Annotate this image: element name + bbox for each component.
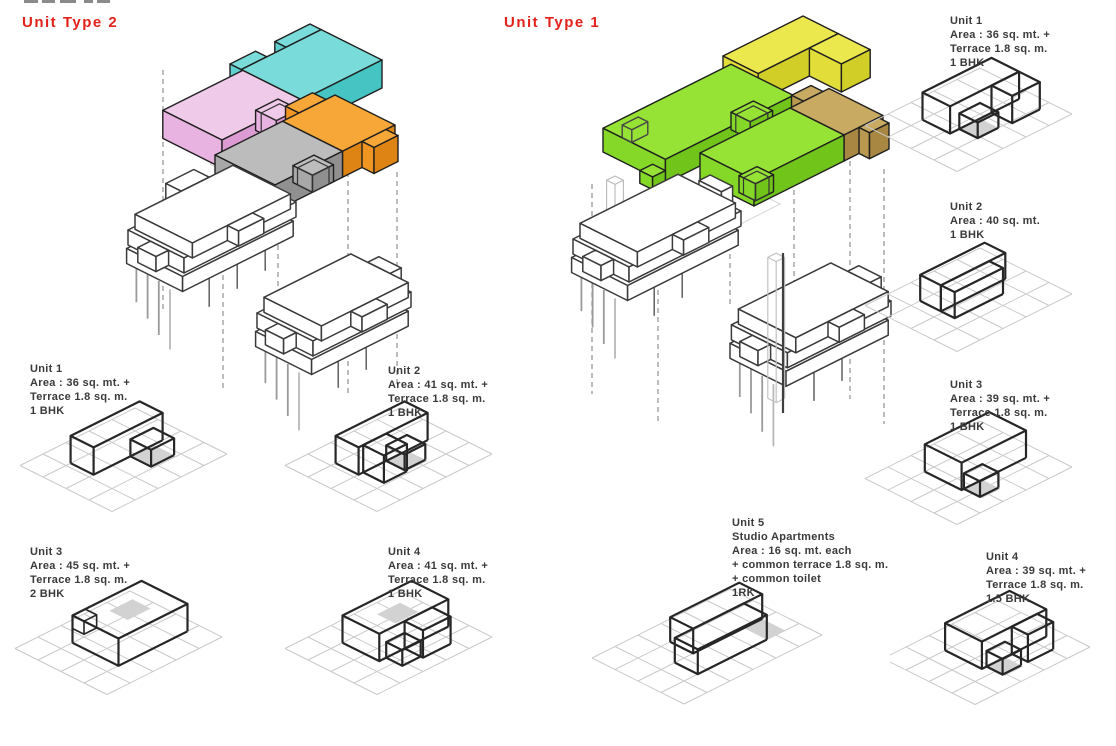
- unit-name: Unit 5: [732, 517, 765, 529]
- unit-detail-line: + common terrace 1.8 sq. m.: [732, 559, 889, 571]
- artifact-mark: [84, 0, 93, 3]
- unit-name: Unit 3: [950, 379, 983, 391]
- artifact-mark: [60, 0, 76, 3]
- unit-name: Unit 3: [30, 546, 63, 558]
- unit-name: Unit 1: [950, 15, 983, 27]
- unit-label-right-5: Unit 5 Studio Apartments Area : 16 sq. m…: [732, 516, 888, 600]
- unit-label-left-4: Unit 4 Area : 41 sq. mt. + Terrace 1.8 s…: [388, 545, 488, 601]
- unit-detail-line: Terrace 1.8 sq. m.: [950, 407, 1048, 419]
- unit-name: Unit 2: [388, 365, 421, 377]
- unit-detail-line: 1RK: [732, 587, 755, 599]
- unit-type-1-title: Unit Type 1: [504, 14, 601, 31]
- artifact-mark: [42, 0, 55, 3]
- unit-detail-line: + common toilet: [732, 573, 822, 585]
- unit-detail-line: 1 BHK: [950, 229, 985, 241]
- unit-name: Unit 1: [30, 363, 63, 375]
- unit-detail-line: Area : 39 sq. mt. +: [950, 393, 1051, 405]
- unit-type-1-unit-5-axon: [591, 581, 823, 705]
- unit-detail-line: 1.5 BHK: [986, 593, 1031, 605]
- unit-type-1-unit-2-axon: [864, 241, 1073, 352]
- unit-detail-line: 2 BHK: [30, 588, 65, 600]
- unit-detail-line: Area : 36 sq. mt. +: [950, 29, 1051, 41]
- unit-type-1-colored-floor-plates-axon: [591, 15, 890, 424]
- unit-detail-line: Area : 39 sq. mt. +: [986, 565, 1087, 577]
- unit-type-2-title: Unit Type 2: [22, 14, 119, 31]
- artifact-mark: [97, 0, 110, 3]
- artifact-mark: [24, 0, 38, 3]
- unit-detail-line: Area : 41 sq. mt. +: [388, 379, 489, 391]
- unit-label-right-2: Unit 2 Area : 40 sq. mt. 1 BHK: [950, 200, 1040, 242]
- unit-type-1-stacked-massing-axon: [570, 173, 892, 447]
- unit-detail-line: Terrace 1.8 sq. m.: [388, 393, 486, 405]
- unit-detail-line: Area : 45 sq. mt. +: [30, 560, 131, 572]
- unit-detail-line: 1 BHK: [388, 588, 423, 600]
- unit-detail-line: Area : 36 sq. mt. +: [30, 377, 131, 389]
- unit-detail-line: 1 BHK: [950, 57, 985, 69]
- unit-detail-line: 1 BHK: [30, 405, 65, 417]
- unit-name: Unit 4: [388, 546, 421, 558]
- unit-name: Unit 2: [950, 201, 983, 213]
- unit-detail-line: Area : 40 sq. mt.: [950, 215, 1041, 227]
- unit-label-right-4: Unit 4 Area : 39 sq. mt. + Terrace 1.8 s…: [986, 550, 1086, 606]
- unit-detail-line: 1 BHK: [950, 421, 985, 433]
- unit-detail-line: Terrace 1.8 sq. m.: [30, 391, 128, 403]
- unit-type-2-colored-floor-plates-axon: [162, 23, 399, 396]
- unit-label-left-3: Unit 3 Area : 45 sq. mt. + Terrace 1.8 s…: [30, 545, 130, 601]
- unit-label-left-1: Unit 1 Area : 36 sq. mt. + Terrace 1.8 s…: [30, 362, 130, 418]
- unit-detail-line: Terrace 1.8 sq. m.: [30, 574, 128, 586]
- unit-label-left-2: Unit 2 Area : 41 sq. mt. + Terrace 1.8 s…: [388, 364, 488, 420]
- unit-detail-line: Area : 16 sq. mt. each: [732, 545, 852, 557]
- unit-detail-line: 1 BHK: [388, 407, 423, 419]
- unit-detail-line: Area : 41 sq. mt. +: [388, 560, 489, 572]
- unit-name: Unit 4: [986, 551, 1019, 563]
- unit-label-right-3: Unit 3 Area : 39 sq. mt. + Terrace 1.8 s…: [950, 378, 1050, 434]
- unit-detail-line: Terrace 1.8 sq. m.: [986, 579, 1084, 591]
- unit-detail-line: Studio Apartments: [732, 531, 836, 543]
- unit-label-right-1: Unit 1 Area : 36 sq. mt. + Terrace 1.8 s…: [950, 14, 1050, 70]
- unit-detail-line: Terrace 1.8 sq. m.: [388, 574, 486, 586]
- unit-detail-line: Terrace 1.8 sq. m.: [950, 43, 1048, 55]
- unit-type-1-unit-1-axon: [864, 56, 1073, 172]
- unit-type-1-unit-4-axon: [890, 589, 1091, 705]
